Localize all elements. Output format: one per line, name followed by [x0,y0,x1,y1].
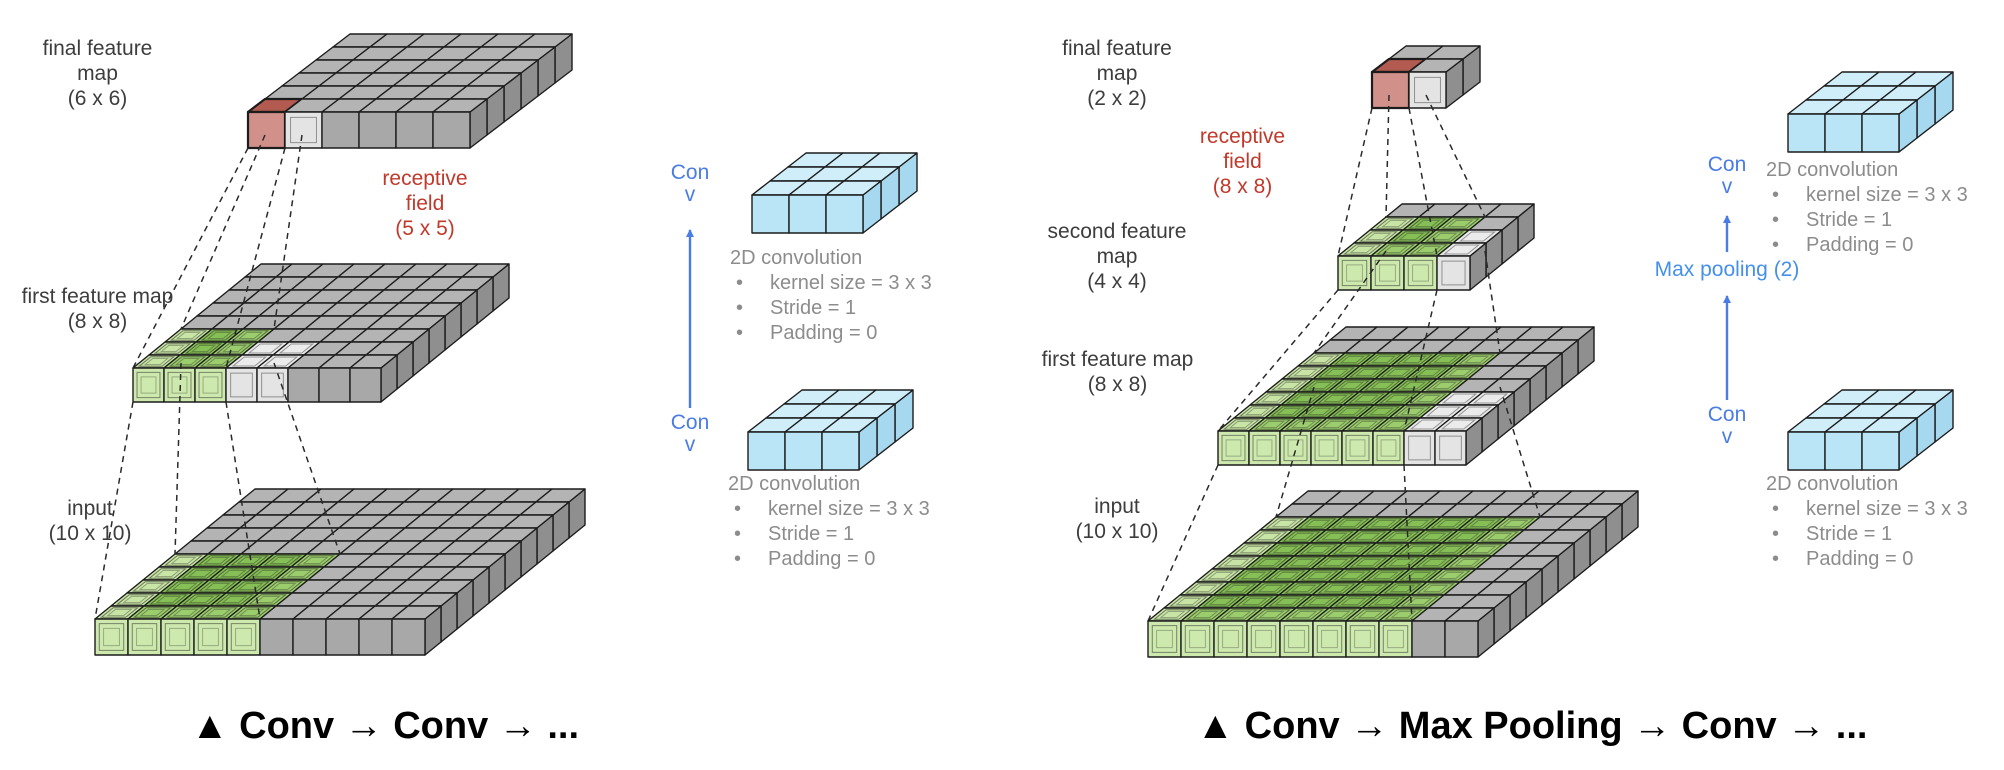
right-conv-annotation-top: 2D convolution •kernel size = 3 x 3 •Str… [1766,158,2001,258]
annotation-bullet: •kernel size = 3 x 3 [1766,183,2001,208]
label-line: input [1094,495,1140,518]
right-conv-annotation-bottom: 2D convolution •kernel size = 3 x 3 •Str… [1766,472,2001,572]
label-line: (10 x 10) [48,522,132,545]
label-line: final feature [1062,37,1172,60]
right-final-feature-map-label: final feature map (2 x 2) [1037,36,1197,111]
bullet-icon: • [1772,523,1780,545]
right-max-pooling-label: Max pooling (2) [1654,258,1800,281]
label-line: Con [670,411,710,434]
projection-dashed-lines [1147,386,1541,622]
bullet-icon: • [734,523,742,545]
annotation-bullet: •Padding = 0 [1766,547,2001,572]
annotation-title: 2D convolution [730,247,863,269]
bullet-icon: • [734,498,742,520]
conv-conv-final-feature-map-block [246,33,573,150]
bullet-icon: • [734,548,742,570]
label-line: receptive [382,167,468,190]
left-conv-annotation-top: 2D convolution •kernel size = 3 x 3 •Str… [730,246,1020,346]
conv-conv-input-block [94,488,586,656]
conv-maxpool-conv-final-feature-map-block [1370,45,1481,110]
label-line: final feature [42,37,153,60]
conv-maxpool-conv-input-block [1147,490,1639,658]
conv-kernel-block [1787,389,1954,471]
label-line: map [77,62,118,85]
left-conv-label-top: Con v [650,162,730,206]
annotation-title: 2D convolution [728,473,861,495]
right-receptive-field-label: receptive field (8 x 8) [1160,124,1325,199]
label-line: Con [1707,403,1747,426]
annotation-bullet: •Stride = 1 [730,296,1020,321]
bullet-icon: • [1772,209,1780,231]
left-first-feature-map-label: first feature map (8 x 8) [5,284,190,334]
annotation-bullet: •Stride = 1 [1766,522,2001,547]
label-line: Con [1707,153,1747,176]
bullet-icon: • [736,272,744,294]
conv-maxpool-conv-second-feature-map-block [1337,203,1535,291]
label-line: (8 x 8) [1087,373,1148,396]
bullet-icon: • [736,322,744,344]
projection-dashed-lines [132,134,303,369]
annotation-bullet: •Stride = 1 [728,522,1018,547]
left-conv-label-bottom: Con v [650,412,730,456]
label-line: receptive [1199,125,1286,148]
annotation-bullet: •Padding = 0 [730,321,1020,346]
label-line: first feature map [1041,348,1194,371]
annotation-bullet: •Padding = 0 [1766,233,2001,258]
right-second-feature-map-label: second feature map (4 x 4) [1036,219,1198,294]
bullet-icon: • [736,297,744,319]
conv-kernel-block [1787,71,1954,153]
bullet-icon: • [1772,498,1780,520]
label-line: (8 x 8) [67,310,128,333]
label-line: v [1721,425,1733,448]
left-input-label: input (10 x 10) [10,496,170,546]
annotation-bullet: •Padding = 0 [728,547,1018,572]
label-line: input [67,497,113,520]
annotation-title: 2D convolution [1766,473,1899,495]
label-line: map [1096,245,1138,268]
label-line: first feature map [21,285,174,308]
label-line: v [684,433,696,456]
bullet-icon: • [1772,548,1780,570]
annotation-bullet: •Stride = 1 [1766,208,2001,233]
right-caption: ▲ Conv → Max Pooling → Conv → ... [1196,705,1868,747]
annotation-bullet: •kernel size = 3 x 3 [1766,497,2001,522]
projection-dashed-lines [1337,94,1486,257]
label-line: field [405,192,445,215]
label-line: (5 x 5) [395,217,455,240]
label-line: (10 x 10) [1075,520,1159,543]
annotation-bullet: •kernel size = 3 x 3 [730,271,1020,296]
bullet-icon: • [1772,184,1780,206]
label-line: map [1096,62,1138,85]
right-input-label: input (10 x 10) [1037,494,1197,544]
label-line: second feature [1047,220,1187,243]
right-conv-label-bottom: Con v [1687,404,1767,448]
bullet-icon: • [1772,234,1780,256]
conv-conv-first-feature-map-block [132,263,510,403]
label-line: (8 x 8) [1212,175,1273,198]
annotation-title: 2D convolution [1766,159,1899,181]
right-conv-label-top: Con v [1687,154,1767,198]
conv-kernel-block [751,152,918,234]
left-conv-annotation-bottom: 2D convolution •kernel size = 3 x 3 •Str… [728,472,1018,572]
left-receptive-field-label: receptive field (5 x 5) [340,166,510,241]
label-line: (2 x 2) [1087,87,1147,110]
annotation-bullet: •kernel size = 3 x 3 [728,497,1018,522]
left-final-feature-map-label: final feature map (6 x 6) [10,36,185,111]
label-line: (4 x 4) [1087,270,1147,293]
conv-kernel-block [747,389,914,471]
left-caption: ▲ Conv → Conv → ... [190,705,580,747]
label-line: (6 x 6) [67,87,128,110]
projection-dashed-lines [94,362,341,620]
label-line: Con [670,161,710,184]
label-line: v [1721,175,1733,198]
label-line: v [684,183,696,206]
right-first-feature-map-label: first feature map (8 x 8) [1025,347,1210,397]
projection-dashed-lines [1217,250,1501,432]
label-line: field [1223,150,1262,173]
conv-maxpool-conv-first-feature-map-block [1217,326,1595,466]
